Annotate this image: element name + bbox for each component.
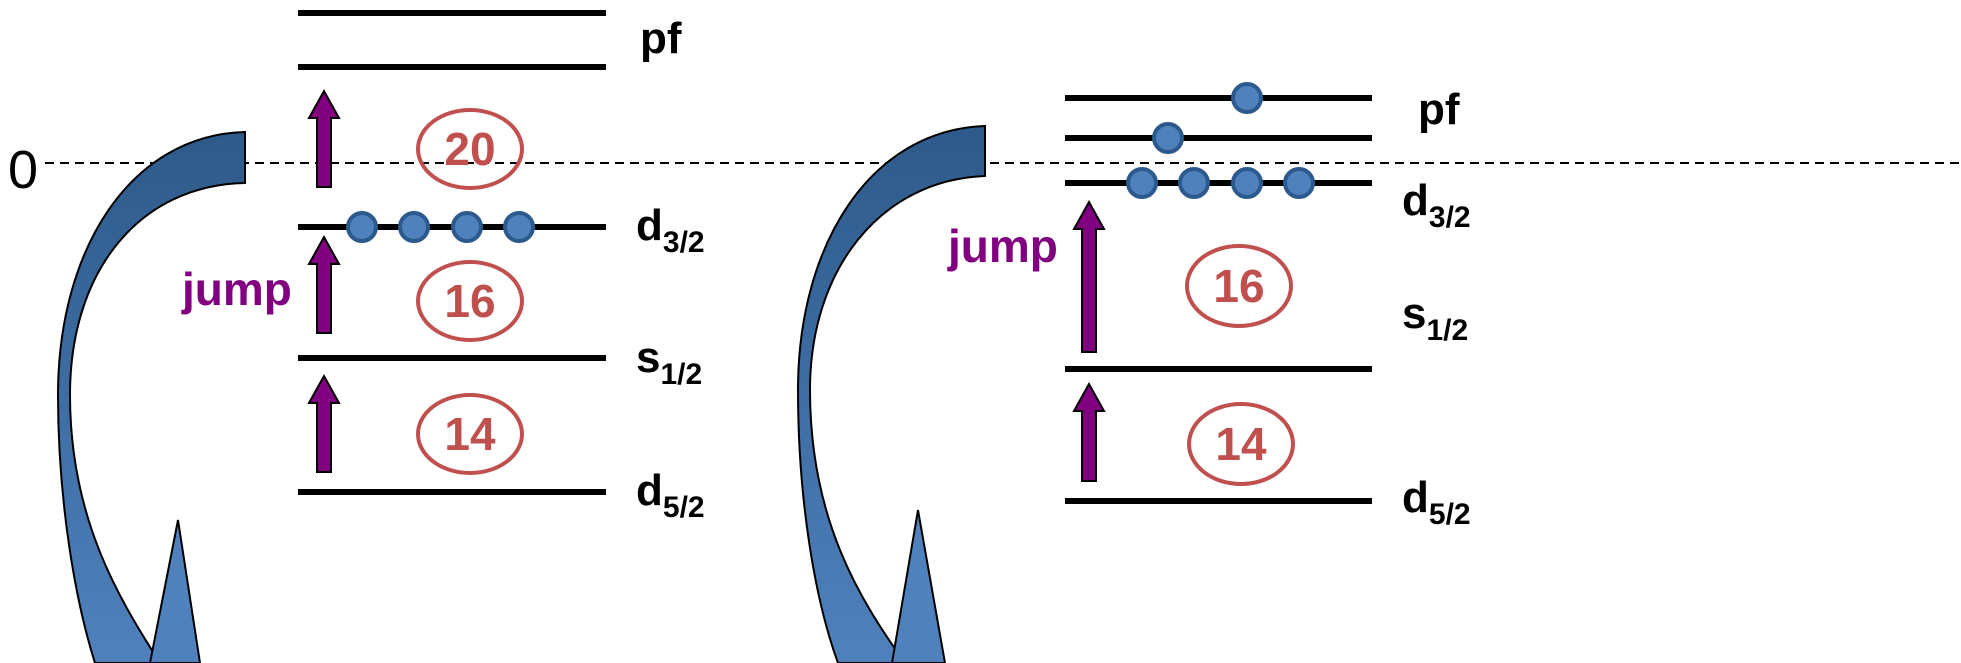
magic-number-14: 14	[1215, 418, 1267, 470]
electron	[1231, 167, 1263, 199]
electron-pf-mid	[1152, 122, 1184, 154]
electron	[1126, 167, 1158, 199]
magic-ring-14	[1187, 402, 1295, 486]
magic-ring-20	[416, 108, 524, 190]
magic-ring-16	[1185, 244, 1293, 328]
panel-right: pf d3/2 s1/2 d5/2 16 14 jump	[796, 82, 1471, 663]
curved-arrow-right-head	[890, 509, 947, 663]
label-s12: s1/2	[636, 333, 702, 391]
electron	[503, 211, 535, 243]
electron	[1178, 167, 1210, 199]
electron	[398, 211, 430, 243]
magic-number-16: 16	[444, 275, 495, 327]
magic-ring-16	[416, 260, 524, 342]
label-pf: pf	[640, 14, 682, 63]
electron	[1283, 167, 1315, 199]
electron	[451, 211, 483, 243]
electrons-d32-left	[346, 211, 535, 243]
panel-left: pf d3/2 s1/2 d5/2 20 16 14 jump	[56, 10, 705, 663]
zero-label: 0	[8, 140, 38, 200]
magic-ring-14	[416, 393, 524, 475]
electron	[346, 211, 378, 243]
magic-number-16: 16	[1213, 260, 1264, 312]
electron-pf-upper	[1231, 82, 1263, 114]
jump-label-right: jump	[947, 220, 1058, 272]
label-d32: d3/2	[636, 201, 705, 259]
magic-number-14: 14	[444, 408, 496, 460]
label-pf: pf	[1418, 85, 1460, 134]
jump-arrow-bottom	[1072, 381, 1106, 482]
curved-arrow-left	[56, 130, 246, 663]
label-d52: d5/2	[1402, 473, 1471, 531]
curved-arrow-right	[796, 124, 986, 663]
label-s12: s1/2	[1402, 289, 1468, 347]
electrons-d32-right	[1126, 167, 1315, 199]
jump-label-left: jump	[181, 263, 292, 315]
jump-arrow-long	[1072, 199, 1106, 353]
jump-arrow-mid	[307, 234, 341, 334]
magic-number-20: 20	[444, 123, 495, 175]
label-d52: d5/2	[636, 466, 705, 524]
jump-arrow-top	[307, 88, 341, 188]
label-d32: d3/2	[1402, 176, 1471, 234]
jump-arrow-bottom	[307, 373, 341, 473]
curved-arrow-left-head	[148, 519, 202, 663]
